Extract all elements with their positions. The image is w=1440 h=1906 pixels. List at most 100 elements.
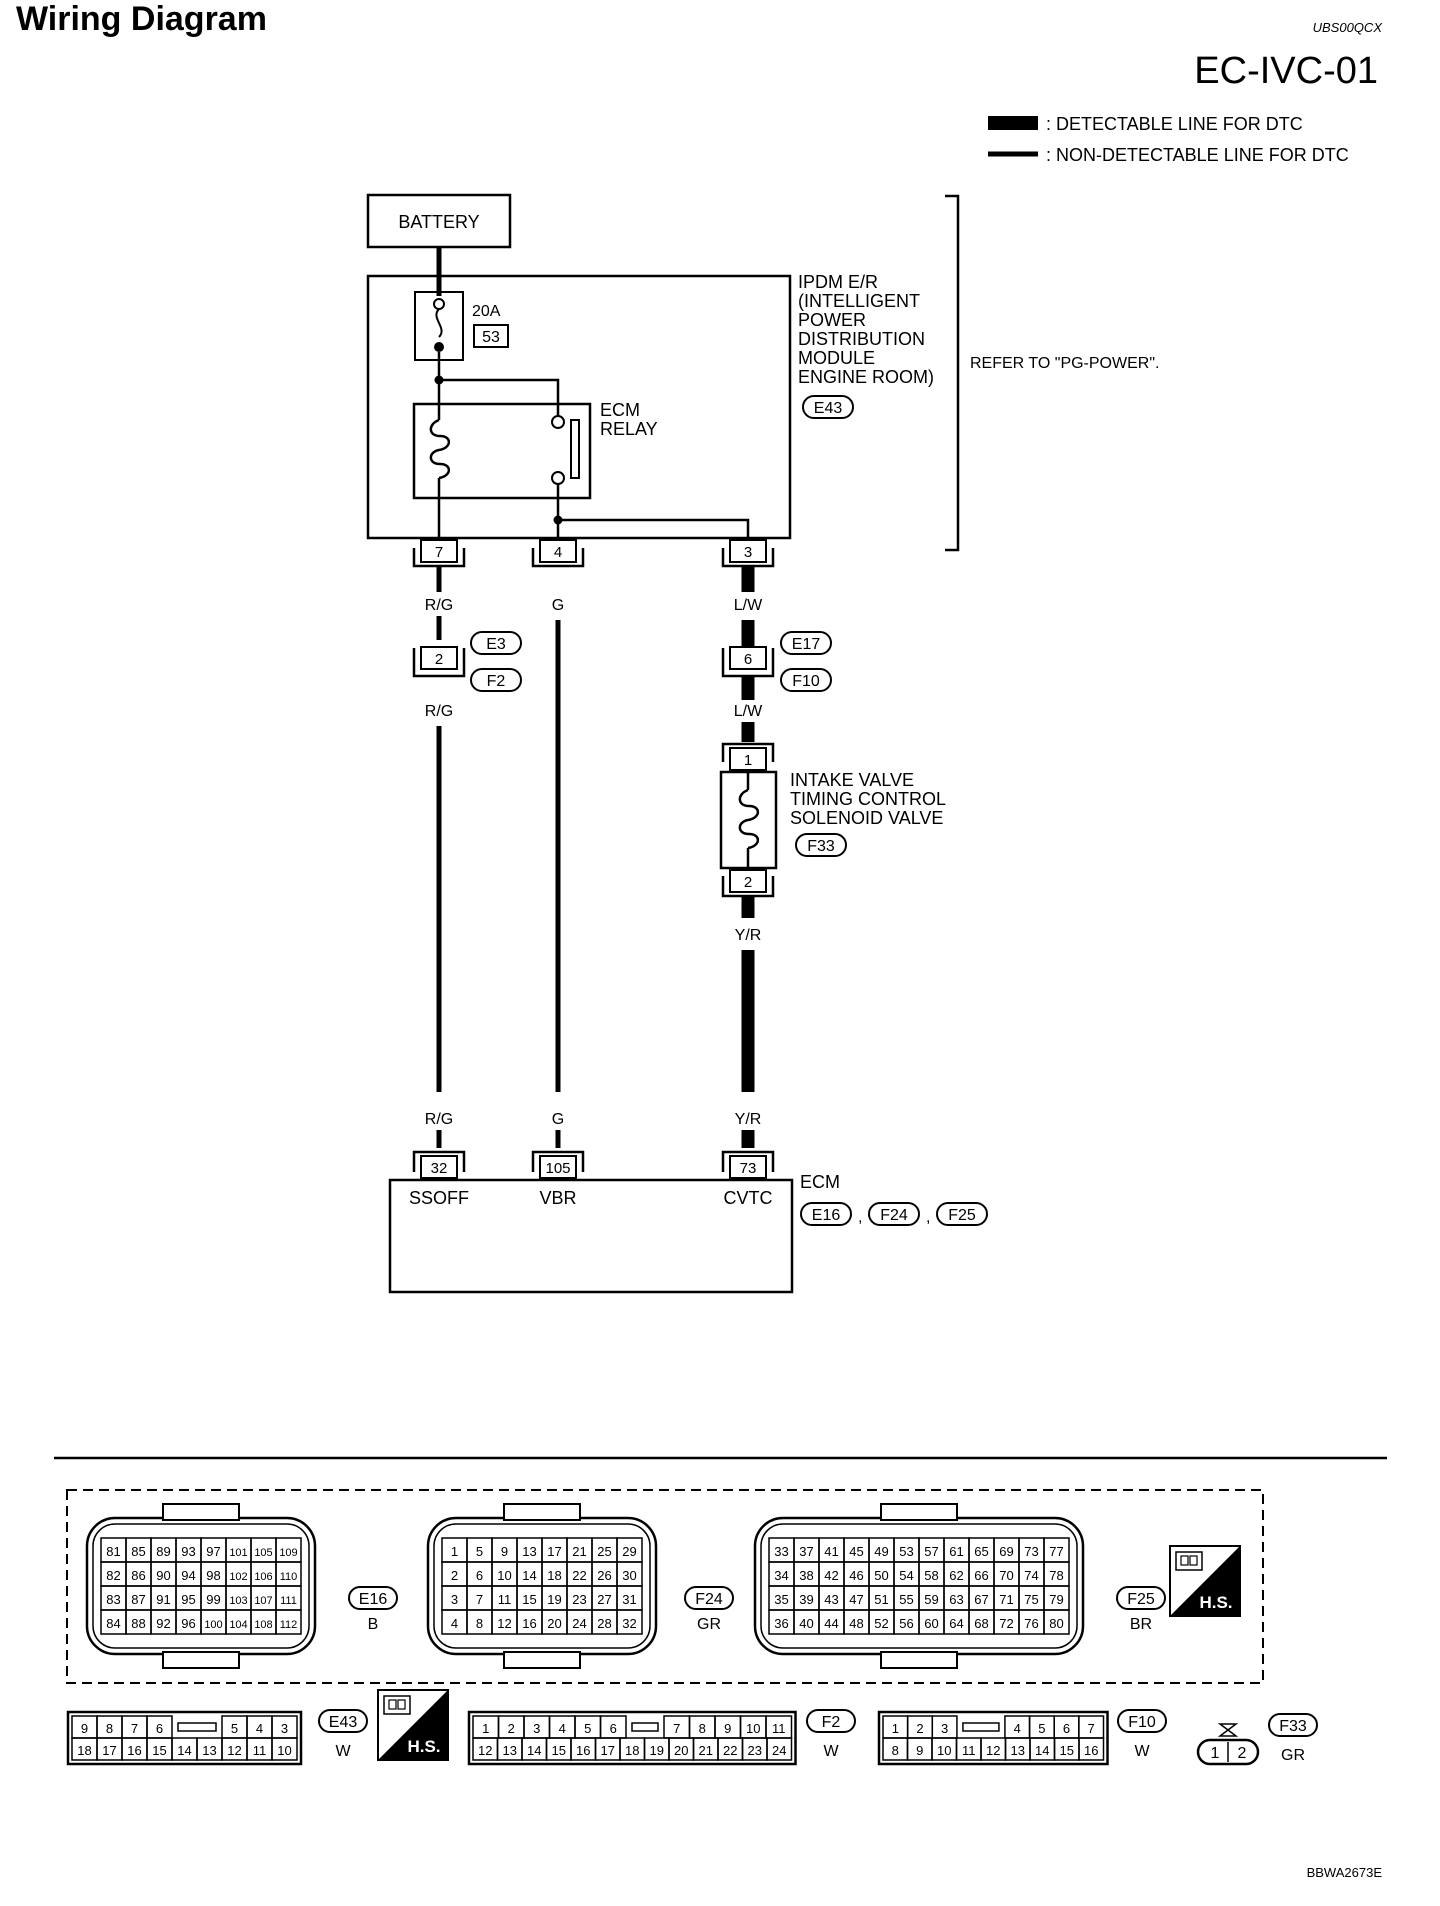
f24-pin-6: 6 xyxy=(476,1568,483,1583)
e16-pin-111: 111 xyxy=(280,1595,297,1607)
fuse-number-box xyxy=(473,324,509,348)
e16-pin-93: 93 xyxy=(181,1544,195,1559)
e16-pin-104: 104 xyxy=(229,1619,247,1631)
f25-pin-42: 42 xyxy=(824,1568,838,1583)
e16-pin-105: 105 xyxy=(254,1547,272,1559)
ecm-connector-separator-2: , xyxy=(926,1209,930,1226)
f2-pin-4: 4 xyxy=(559,1721,566,1736)
f25-pin-48: 48 xyxy=(849,1616,863,1631)
f10-color: W xyxy=(1134,1743,1150,1760)
fuse-rating: 20A xyxy=(472,303,501,320)
f33-key-icon xyxy=(1217,1723,1239,1737)
relay-name: ECM RELAY xyxy=(600,400,658,439)
f25-pin-51: 51 xyxy=(874,1592,888,1607)
connector-tag-f25 xyxy=(936,1202,988,1226)
f33-color: GR xyxy=(1281,1747,1305,1764)
f24-pin-8: 8 xyxy=(476,1616,483,1631)
ecm-connector-separator-1: , xyxy=(858,1209,862,1226)
f10-pin-1: 1 xyxy=(892,1721,899,1736)
f10-pin-7: 7 xyxy=(1088,1721,1095,1736)
f10-pin-10: 10 xyxy=(937,1743,951,1758)
f25-pin-33: 33 xyxy=(774,1544,788,1559)
figure-code: BBWA2673E xyxy=(1306,1865,1382,1880)
f25-tag-label: F25 xyxy=(1127,1591,1155,1608)
e16-pin-97: 97 xyxy=(206,1544,220,1559)
wire-color-vbr-upper: G xyxy=(552,597,564,614)
f10-pin-6: 6 xyxy=(1063,1721,1070,1736)
f2-pin-11: 11 xyxy=(772,1721,786,1736)
f24-pin-16: 16 xyxy=(522,1616,536,1631)
f2-pin-1: 1 xyxy=(482,1721,489,1736)
connector-tag-e17-label: E17 xyxy=(792,636,821,653)
e16-latch-bottom xyxy=(162,1651,240,1669)
e16-tag xyxy=(348,1586,398,1610)
f25-pin-76: 76 xyxy=(1024,1616,1038,1631)
f25-pin-36: 36 xyxy=(774,1616,788,1631)
f25-pin-53: 53 xyxy=(899,1544,913,1559)
f2-housing xyxy=(467,1710,797,1766)
f24-pin-15: 15 xyxy=(522,1592,536,1607)
ipdm-pin-3-label: 3 xyxy=(744,544,752,561)
e16-pin-91: 91 xyxy=(156,1592,170,1607)
f24-pin-25: 25 xyxy=(597,1544,611,1559)
f10-pin-11: 11 xyxy=(962,1743,976,1758)
wire-color-vbr-lower: G xyxy=(552,1111,564,1128)
ipdm-pin-7-label: 7 xyxy=(435,544,443,561)
e16-pin-101: 101 xyxy=(229,1547,247,1559)
f25-tag xyxy=(1116,1586,1166,1610)
f25-pin-38: 38 xyxy=(799,1568,813,1583)
e43-pin-9: 9 xyxy=(81,1721,88,1736)
e16-pin-107: 107 xyxy=(254,1595,272,1607)
e16-pin-99: 99 xyxy=(206,1592,220,1607)
f25-pin-34: 34 xyxy=(774,1568,788,1583)
e43-housing xyxy=(66,1710,303,1766)
e16-pin-84: 84 xyxy=(106,1616,120,1631)
f24-pin-18: 18 xyxy=(547,1568,561,1583)
relay-contact-bottom xyxy=(551,471,565,485)
f25-pin-47: 47 xyxy=(849,1592,863,1607)
f25-pin-44: 44 xyxy=(824,1616,838,1631)
f24-cavity xyxy=(616,1609,643,1635)
e16-pin-81: 81 xyxy=(106,1544,120,1559)
f2-pin-10: 10 xyxy=(746,1721,760,1736)
f33-pin-2: 2 xyxy=(1238,1745,1247,1762)
f25-pin-45: 45 xyxy=(849,1544,863,1559)
e43-pin-10: 10 xyxy=(277,1743,291,1758)
f2-pin-23: 23 xyxy=(748,1743,762,1758)
connector-tag-e43 xyxy=(802,395,854,419)
f25-pin-66: 66 xyxy=(974,1568,988,1583)
connector-tag-f24-label: F24 xyxy=(880,1207,908,1224)
connector-tag-f2-label: F2 xyxy=(487,673,506,690)
f2-color: W xyxy=(823,1743,839,1760)
f2-pin-21: 21 xyxy=(699,1743,713,1758)
connector-tag-f2 xyxy=(470,668,522,692)
f24-pin-28: 28 xyxy=(597,1616,611,1631)
f2-pin-19: 19 xyxy=(650,1743,664,1758)
e16-pin-83: 83 xyxy=(106,1592,120,1607)
solenoid-name-line-3: SOLENOID VALVE xyxy=(790,808,943,828)
f24-pin-7: 7 xyxy=(476,1592,483,1607)
f25-pin-39: 39 xyxy=(799,1592,813,1607)
relay-name-line-2: RELAY xyxy=(600,419,658,439)
hs-f25-diagonal xyxy=(1170,1546,1240,1616)
ecm-pin-73: 73 xyxy=(721,1150,775,1179)
f25-pin-79: 79 xyxy=(1049,1592,1063,1607)
ipdm-name-line-5: MODULE xyxy=(798,348,875,368)
e43-pin-17: 17 xyxy=(102,1743,116,1758)
f33-housing xyxy=(1196,1738,1260,1766)
e43-cavity xyxy=(271,1737,298,1761)
f2-pin-17: 17 xyxy=(601,1743,615,1758)
document-code: UBS00QCX xyxy=(1312,20,1382,35)
f33-tag-label: F33 xyxy=(1279,1718,1307,1735)
e16-pin-96: 96 xyxy=(181,1616,195,1631)
f24-pin-23: 23 xyxy=(572,1592,586,1607)
hs-e43-connector-icon-slot xyxy=(388,1699,397,1710)
e16-color: B xyxy=(368,1616,379,1633)
ecm-pin-32-label: 32 xyxy=(431,1160,448,1177)
e43-pin-14: 14 xyxy=(177,1743,191,1758)
f25-pin-59: 59 xyxy=(924,1592,938,1607)
legend: : DETECTABLE LINE FOR DTC : NON-DETECTAB… xyxy=(988,114,1349,165)
